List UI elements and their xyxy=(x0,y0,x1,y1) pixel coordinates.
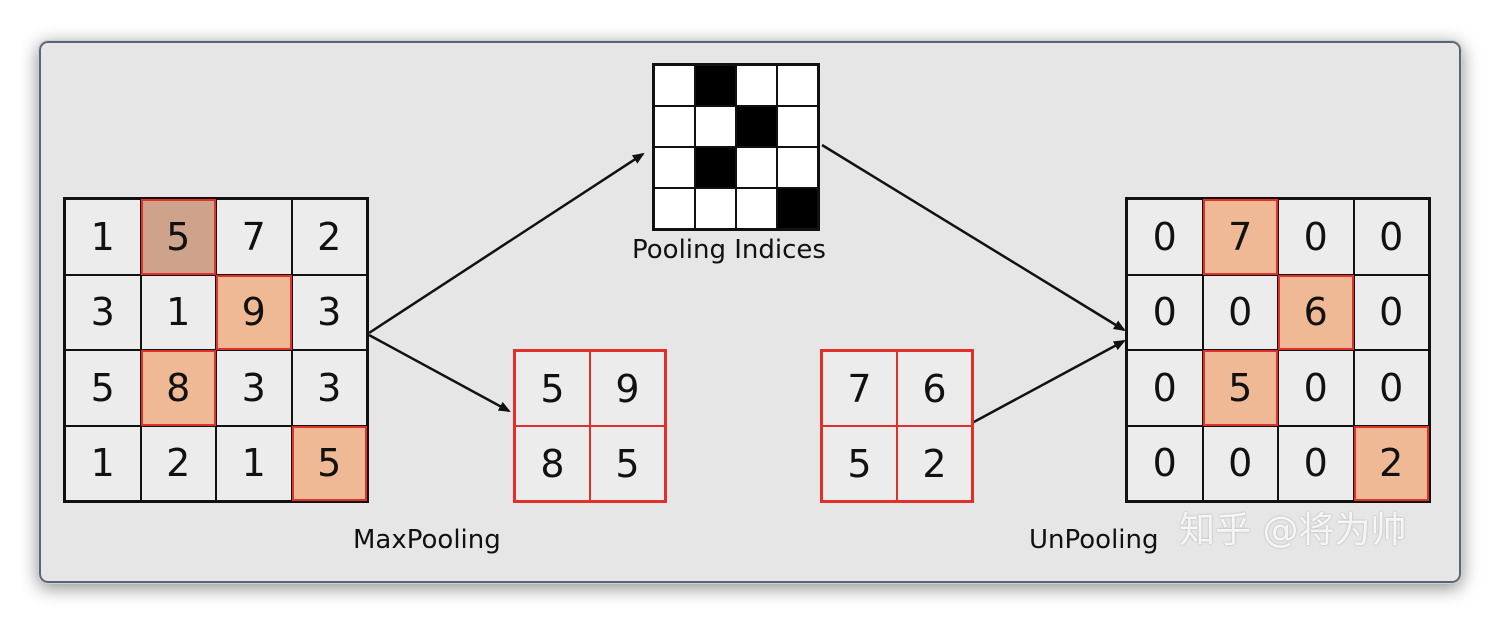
maxpooling-label: MaxPooling xyxy=(353,525,501,555)
pooling-indices-grid xyxy=(652,63,820,231)
matrix-cell: 1 xyxy=(216,425,292,501)
index-cell-selected xyxy=(777,188,818,229)
matrix-cell: 5 xyxy=(65,350,141,426)
matrix-cell: 7 xyxy=(1202,199,1278,275)
index-cell xyxy=(654,188,695,229)
index-cell-selected xyxy=(695,147,736,188)
matrix-cell: 0 xyxy=(1278,350,1354,426)
matrix-cell: 8 xyxy=(140,350,216,426)
matrix-cell: 0 xyxy=(1127,425,1203,501)
index-cell xyxy=(695,188,736,229)
index-cell xyxy=(695,106,736,147)
arrow-to-indices xyxy=(368,152,645,335)
index-cell xyxy=(777,106,818,147)
matrix-cell: 0 xyxy=(1127,274,1203,350)
matrix-cell: 5 xyxy=(590,426,665,501)
arrow-unpool-to-output xyxy=(971,339,1126,425)
unpooling-label: UnPooling xyxy=(1029,525,1159,555)
matrix-cell: 2 xyxy=(140,425,216,501)
matrix-cell: 0 xyxy=(1278,199,1354,275)
matrix-cell: 2 xyxy=(897,426,972,501)
index-cell xyxy=(654,106,695,147)
matrix-cell: 7 xyxy=(822,351,897,426)
arrows xyxy=(368,143,1126,425)
matrix-cell: 1 xyxy=(140,274,216,350)
matrix-cell: 1 xyxy=(65,425,141,501)
matrix-cell: 3 xyxy=(291,274,367,350)
matrix-cell: 3 xyxy=(216,350,292,426)
watermark: 知乎 @将为帅 xyxy=(1179,510,1407,551)
index-cell-selected xyxy=(695,65,736,106)
matrix-cell: 0 xyxy=(1202,274,1278,350)
index-cell xyxy=(736,188,777,229)
matrix-cell: 0 xyxy=(1353,350,1429,426)
matrix-cell: 5 xyxy=(140,199,216,275)
index-cell xyxy=(654,147,695,188)
index-cell xyxy=(654,65,695,106)
matrix-cell: 1 xyxy=(65,199,141,275)
matrix-cell: 5 xyxy=(515,351,590,426)
index-cell xyxy=(777,147,818,188)
matrix-cell: 8 xyxy=(515,426,590,501)
matrix-cell: 3 xyxy=(291,350,367,426)
matrix-cell: 0 xyxy=(1353,274,1429,350)
matrix-cell: 5 xyxy=(291,425,367,501)
matrix-cell: 5 xyxy=(822,426,897,501)
index-cell xyxy=(777,65,818,106)
index-cell xyxy=(736,147,777,188)
matrix-cell: 0 xyxy=(1202,425,1278,501)
matrix-cell: 0 xyxy=(1278,425,1354,501)
arrow-indices-to-output xyxy=(821,143,1126,332)
matrix-cell: 7 xyxy=(216,199,292,275)
matrix-cell: 0 xyxy=(1353,199,1429,275)
index-cell-selected xyxy=(736,106,777,147)
index-cell xyxy=(736,65,777,106)
pooling-indices-label: Pooling Indices xyxy=(632,235,826,265)
matrix-cell: 0 xyxy=(1127,199,1203,275)
arrow-to-pooled xyxy=(368,333,511,413)
matrix-cell: 9 xyxy=(590,351,665,426)
matrix-cell: 3 xyxy=(65,274,141,350)
matrix-cell: 2 xyxy=(291,199,367,275)
matrix-cell: 6 xyxy=(897,351,972,426)
matrix-cell: 5 xyxy=(1202,350,1278,426)
matrix-cell: 0 xyxy=(1127,350,1203,426)
matrix-cell: 2 xyxy=(1353,425,1429,501)
matrix-cell: 6 xyxy=(1278,274,1354,350)
matrix-cell: 9 xyxy=(216,274,292,350)
